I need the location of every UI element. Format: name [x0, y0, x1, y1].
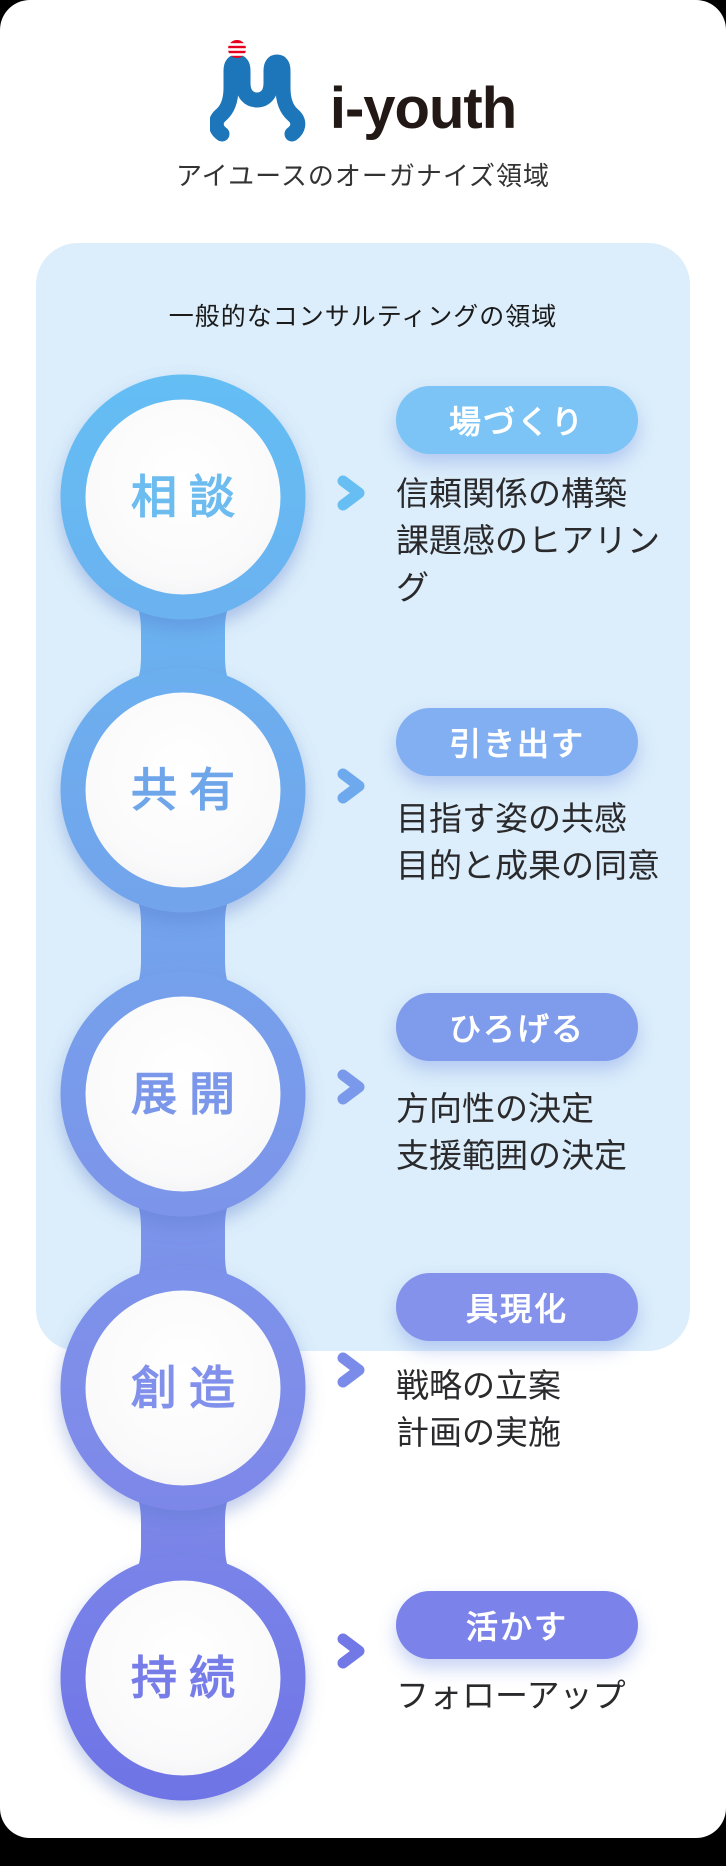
step-description: 方向性の決定 支援範囲の決定	[396, 1085, 676, 1179]
consulting-area-title: 一般的なコンサルティングの領域	[168, 303, 558, 331]
step-description-line: 課題感のヒアリング	[396, 522, 660, 606]
step-description-line: 支援範囲の決定	[396, 1137, 627, 1174]
chevron-right-icon	[337, 1352, 365, 1388]
step-description-line: 目指す姿の共感	[396, 800, 627, 837]
chevron-right-icon	[337, 768, 365, 804]
chevron-right-icon	[337, 1069, 365, 1105]
chevron-right-icon	[337, 475, 365, 511]
step-circle-label: 展開	[131, 1068, 247, 1120]
step-circle-label: 共有	[131, 764, 247, 816]
step-description-line: 目的と成果の同意	[396, 847, 660, 884]
step-description-line: 戦略の立案	[396, 1367, 561, 1404]
step-circle-label: 相談	[131, 471, 247, 523]
step-description: フォローアップ	[396, 1672, 676, 1719]
step-description-line: 計画の実施	[396, 1414, 561, 1451]
step-tag-pill: 具現化	[396, 1273, 638, 1341]
logo-row: i-youth	[0, 38, 726, 144]
step-description-line: 信頼関係の構築	[396, 475, 627, 512]
step-circle-label: 創造	[131, 1362, 247, 1414]
i-youth-logo-icon	[209, 40, 306, 142]
chevron-right-icon	[337, 1633, 365, 1669]
step-tag-pill: 場づくり	[396, 386, 638, 454]
step-tag-pill: ひろげる	[396, 993, 638, 1061]
step-tag-pill: 活かす	[396, 1591, 638, 1659]
step-circle-label: 持続	[131, 1652, 247, 1704]
step-description: 戦略の立案 計画の実施	[396, 1362, 676, 1456]
step-description-line: フォローアップ	[396, 1677, 626, 1714]
logo-red-dot	[224, 40, 249, 58]
step-description: 信頼関係の構築 課題感のヒアリング	[396, 470, 676, 611]
brand-wordmark: i-youth	[329, 76, 517, 141]
step-description: 目指す姿の共感 目的と成果の同意	[396, 795, 676, 889]
logo-mark-stroke	[209, 54, 306, 142]
header-subtitle: アイユースのオーガナイズ領域	[175, 161, 551, 191]
step-description-line: 方向性の決定	[396, 1090, 594, 1127]
step-tag-pill: 引き出す	[396, 708, 638, 776]
